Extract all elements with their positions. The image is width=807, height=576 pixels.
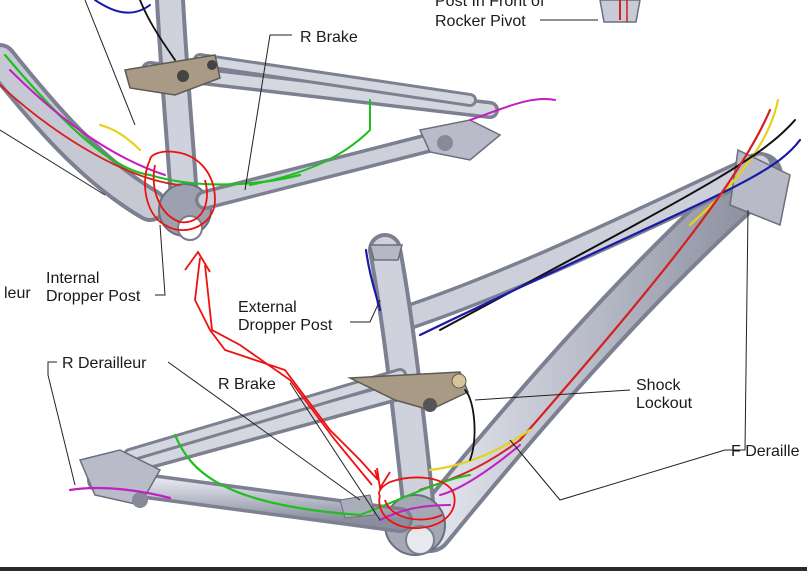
annotation-arrow-path [194, 257, 379, 481]
label-external-line1: External [238, 299, 297, 316]
label-internal-line2: Dropper Post [46, 288, 141, 305]
annotation-arrowhead [184, 250, 211, 273]
label-r-brake-bottom: R Brake [218, 376, 276, 393]
leader-lines [0, 0, 749, 521]
label-shock-line2: Lockout [636, 395, 693, 412]
label-internal-line1: Internal [46, 270, 99, 287]
label-post-in-front-line2: Rocker Pivot [435, 13, 526, 30]
top-frame-cables [0, 0, 556, 186]
label-r-derailleur: R Derailleur [62, 355, 147, 372]
label-post-in-front-line1: Post In Front of [435, 0, 545, 10]
bottom-frame-cables [68, 98, 802, 521]
label-r-brake-top: R Brake [300, 29, 358, 46]
annotation-circle-bottom [378, 476, 456, 529]
labels: Post In Front of Rocker Pivot R Brake le… [4, 0, 800, 460]
top-frame [0, 0, 641, 241]
red-annotations [144, 150, 456, 529]
label-f-derailleur: F Deraille [731, 443, 800, 460]
label-external-line2: Dropper Post [238, 317, 333, 334]
label-shock-line1: Shock [636, 377, 681, 394]
bottom-border [0, 567, 807, 571]
label-r-derailleur-clipped: leur [4, 285, 31, 302]
annotation-circle-top [144, 150, 216, 231]
